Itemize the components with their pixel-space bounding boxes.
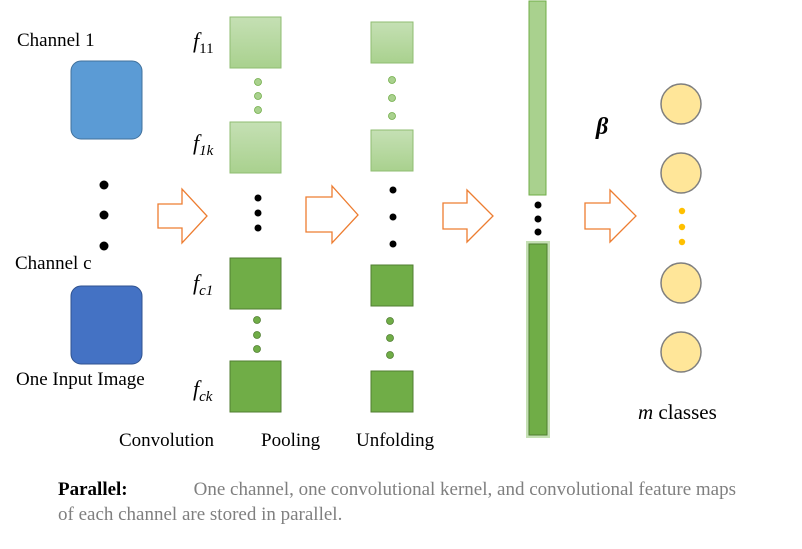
arrow-to-unfolding [442, 188, 494, 244]
classes-label: m classes [638, 400, 717, 424]
input-image-label: One Input Image [16, 369, 145, 390]
stage-label-pooling: Pooling [261, 430, 321, 451]
unfolded-vector [526, 0, 550, 438]
convolution-column [229, 16, 282, 413]
stage-label-convolution: Convolution [119, 430, 215, 451]
pooled-map-4 [370, 370, 414, 413]
channel-ellipsis [99, 180, 109, 251]
unfolded-dark-segment [528, 243, 548, 436]
pooled-map-2 [370, 129, 414, 172]
pooled-map-3 [370, 264, 414, 307]
arrow-to-convolution [157, 187, 208, 245]
channel-1-square [70, 60, 143, 140]
arrow-to-pooling [305, 184, 359, 245]
caption-heading: Parallel: [58, 479, 128, 500]
pooled-map-1 [370, 21, 414, 64]
channel-1-label: Channel 1 [17, 30, 95, 51]
arrow-to-output [584, 188, 637, 244]
label-f1k: f1k [193, 130, 214, 159]
pooling-column [370, 21, 414, 413]
caption-text: One channel, one convolutional kernel, a… [58, 479, 737, 525]
feature-map-fck [229, 360, 282, 413]
channel-c-label: Channel c [15, 253, 92, 274]
label-f11: f11 [193, 28, 214, 57]
stage-label-unfolding: Unfolding [356, 430, 435, 451]
output-node-2 [660, 152, 702, 194]
feature-map-fc1 [229, 257, 282, 310]
figure-caption: Parallel:One channel, one convolutional … [58, 477, 738, 527]
feature-map-f1k [229, 121, 282, 174]
output-node-1 [660, 83, 702, 125]
unfolded-light-segment [528, 0, 547, 196]
output-node-4 [660, 331, 702, 373]
output-node-3 [660, 262, 702, 304]
beta-label: β [595, 114, 609, 140]
channel-c-square [70, 285, 143, 365]
label-fck: fck [193, 376, 213, 405]
output-layer [660, 83, 702, 373]
label-fc1: fc1 [193, 270, 213, 299]
feature-map-f11 [229, 16, 282, 69]
